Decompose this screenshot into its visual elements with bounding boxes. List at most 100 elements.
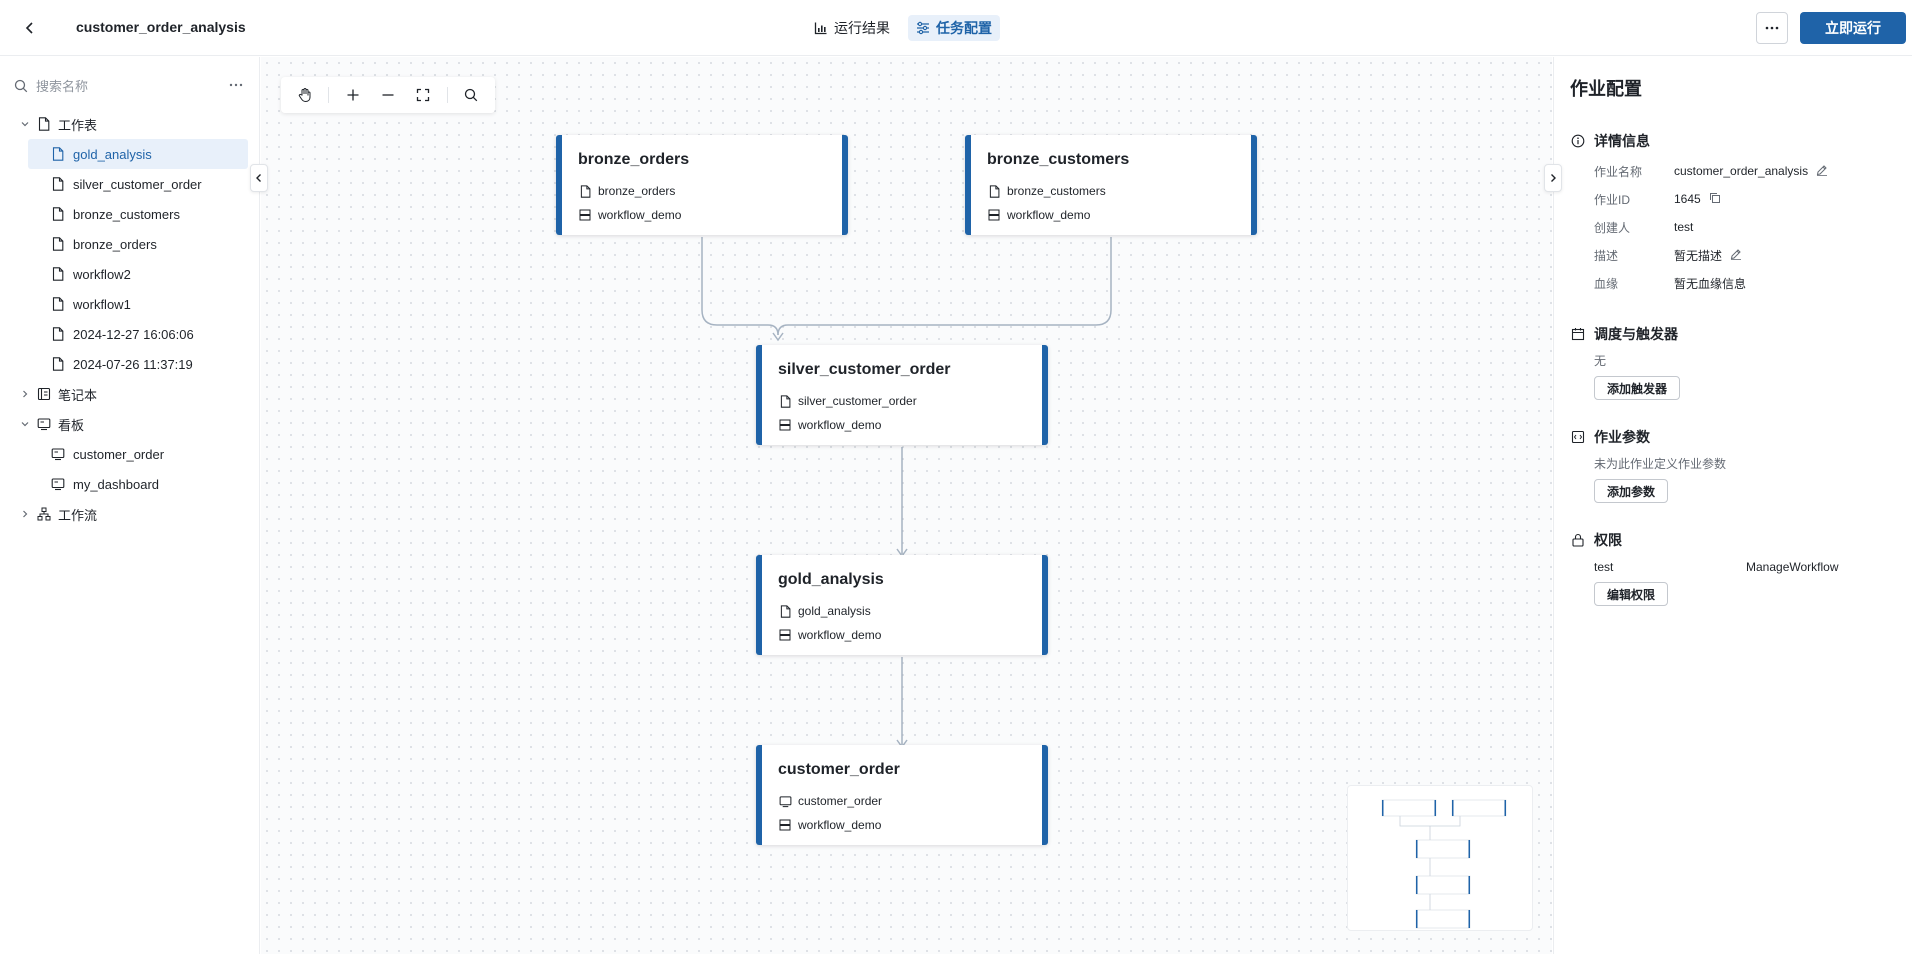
lineage-value: 暂无血缘信息 [1674,276,1747,291]
chevron-left-icon [256,174,261,182]
dashboard-icon [50,476,66,492]
tree-group-label: 笔记本 [58,387,98,403]
tree-item-2024-12-27[interactable]: 2024-12-27 16:06:06 [0,319,260,349]
more-options-button[interactable] [1756,12,1788,44]
tree-item-my-dashboard[interactable]: my_dashboard [0,469,260,499]
chevron-right-icon[interactable] [18,387,32,401]
details-section: 详情信息 作业名称 customer_order_analysis 作业ID 1… [1570,131,1900,297]
collapse-sidebar-button[interactable] [250,164,268,192]
settings-sliders-icon [917,21,929,35]
node-title: bronze_customers [987,151,1130,168]
file-icon [50,296,66,312]
schedule-section: 调度与触发器 无 添加触发器 [1570,324,1900,400]
pan-tool-button[interactable] [289,81,320,109]
tab-label: 任务配置 [936,20,992,36]
canvas-search-button[interactable] [456,81,487,109]
server-icon [778,818,792,832]
edge-bronze-customers-to-silver [777,237,1112,336]
file-icon [778,394,792,408]
tree-item-label: customer_order [73,446,165,462]
tree-group-workflows[interactable]: 工作流 [0,499,260,529]
tree-item-gold-analysis[interactable]: gold_analysis [28,139,248,169]
tree-group-dashboards[interactable]: 看板 [0,409,260,439]
edit-description-button[interactable] [1730,248,1742,263]
tree-group-worksheets[interactable]: 工作表 [0,109,260,139]
node-silver-customer-order[interactable]: silver_customer_order silver_customer_or… [756,345,1048,445]
node-customer-order[interactable]: customer_order customer_order workflow_d… [756,745,1048,845]
search-bar [14,75,246,97]
file-icon [50,266,66,282]
tree-item-bronze-customers[interactable]: bronze_customers [0,199,260,229]
node-source-label: bronze_orders [598,184,676,198]
back-button[interactable] [18,16,42,40]
section-header: 权限 [1570,530,1900,550]
node-bronze-customers[interactable]: bronze_customers bronze_customers workfl… [965,135,1257,235]
lock-icon [1570,532,1586,548]
server-icon [778,628,792,642]
add-param-button[interactable]: 添加参数 [1594,479,1669,503]
node-title: bronze_orders [578,151,690,168]
file-icon [778,604,792,618]
no-triggers-text: 无 [1594,353,1607,368]
tree-group-notebooks[interactable]: 笔记本 [0,379,260,409]
node-workflow-label: workflow_demo [598,208,682,222]
dashboard-icon [36,416,52,432]
node-workflow: workflow_demo [778,623,1026,647]
chevron-down-icon[interactable] [18,417,32,431]
section-title: 详情信息 [1594,133,1650,149]
node-source: silver_customer_order [778,389,1026,413]
section-title: 调度与触发器 [1594,326,1678,342]
sidebar-more-button[interactable] [226,75,246,95]
node-title: gold_analysis [778,571,884,588]
section-header: 详情信息 [1570,131,1900,151]
copy-id-button[interactable] [1709,192,1721,207]
job-config-panel: 作业配置 详情信息 作业名称 customer_order_analysis 作… [1553,57,1912,954]
params-section: 作业参数 未为此作业定义作业参数 添加参数 [1570,427,1900,503]
detail-row-job-id: 作业ID 1645 [1570,185,1900,213]
server-icon [778,418,792,432]
edit-permissions-button[interactable]: 编辑权限 [1594,582,1669,606]
file-icon [578,184,592,198]
tree-item-workflow1[interactable]: workflow1 [0,289,260,319]
node-source-label: silver_customer_order [798,394,917,408]
tab-task-config[interactable]: 任务配置 [908,15,1000,41]
run-now-button[interactable]: 立即运行 [1800,12,1906,44]
search-input[interactable] [36,78,206,94]
tab-run-results[interactable]: 运行结果 [806,15,898,41]
zoom-out-button[interactable] [372,81,403,109]
tree-item-customer-order[interactable]: customer_order [0,439,260,469]
tree-item-bronze-orders[interactable]: bronze_orders [0,229,260,259]
node-gold-analysis[interactable]: gold_analysis gold_analysis workflow_dem… [756,555,1048,655]
node-source: bronze_orders [578,179,826,203]
chevron-down-icon[interactable] [18,117,32,131]
search-icon [465,88,478,102]
tree-item-label: workflow2 [73,266,131,282]
node-workflow-label: workflow_demo [798,418,882,432]
code-params-icon [1570,429,1586,445]
detail-label: 作业ID [1594,192,1631,207]
fit-view-button[interactable] [408,81,439,109]
tree-item-workflow2[interactable]: workflow2 [0,259,260,289]
zoom-in-button[interactable] [337,81,368,109]
node-bronze-orders[interactable]: bronze_orders bronze_orders workflow_dem… [556,135,848,235]
chevron-right-icon[interactable] [18,507,32,521]
add-trigger-button[interactable]: 添加触发器 [1594,376,1681,400]
resource-tree: 工作表 gold_analysis silver_customer_order … [0,109,260,529]
node-workflow: workflow_demo [778,413,1026,437]
edit-name-button[interactable] [1816,164,1828,179]
workflow-canvas[interactable]: bronze_orders bronze_orders workflow_dem… [261,57,1552,954]
tree-item-silver-customer-order[interactable]: silver_customer_order [0,169,260,199]
job-name-value: customer_order_analysis [1674,164,1809,178]
permission-role: ManageWorkflow [1746,560,1839,574]
collapse-panel-button[interactable] [1544,164,1562,192]
section-header: 作业参数 [1570,427,1900,447]
tab-label: 运行结果 [834,20,890,36]
tree-item-2024-07-26[interactable]: 2024-07-26 11:37:19 [0,349,260,379]
tree-item-label: 2024-07-26 11:37:19 [73,356,193,372]
canvas-minimap[interactable] [1347,785,1533,931]
server-icon [987,208,1001,222]
toolbar-divider [446,87,448,103]
hand-icon [298,88,311,103]
detail-row-lineage: 血缘 暂无血缘信息 [1570,269,1900,297]
canvas-toolbar [281,77,495,113]
